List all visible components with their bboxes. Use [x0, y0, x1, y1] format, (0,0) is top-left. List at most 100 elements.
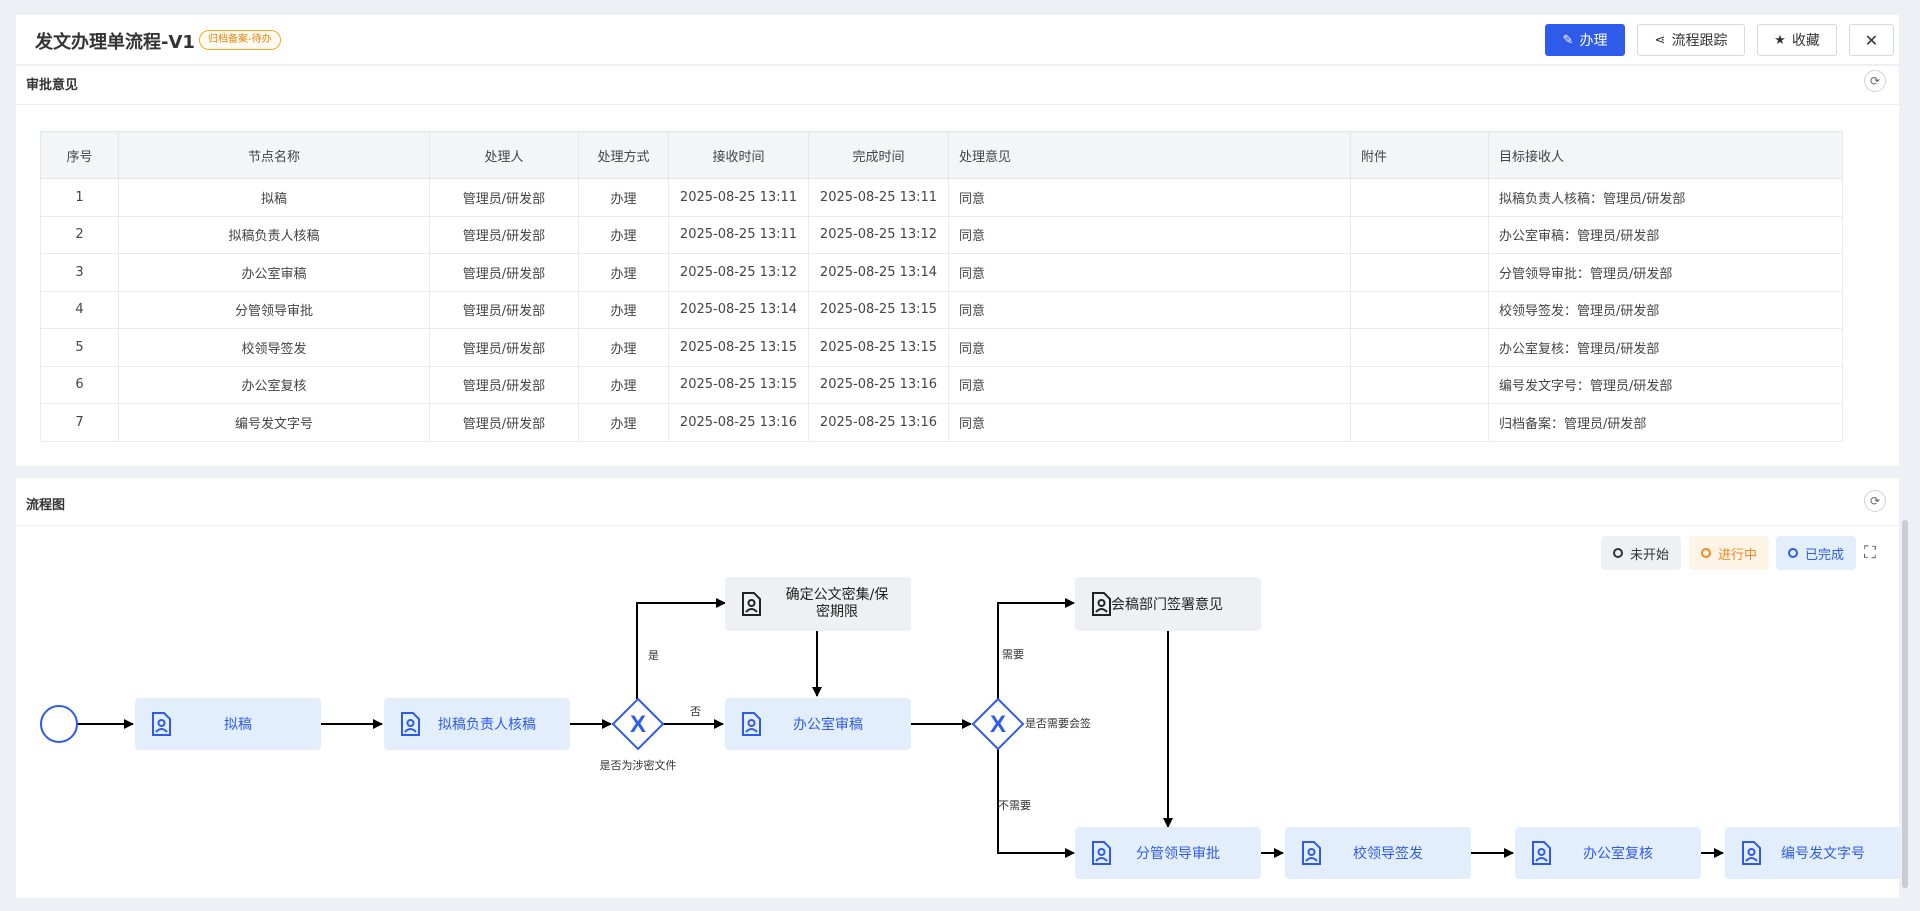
table-cell: 2025-08-25 13:16 [668, 403, 809, 442]
flow-node-countersign[interactable]: 会稿部门签署意见 [1075, 577, 1261, 631]
edge-label-yes: 是 [648, 649, 659, 662]
star-icon: ★ [1774, 32, 1786, 48]
table-cell: 7 [40, 403, 119, 442]
node-box [1725, 827, 1901, 879]
edge [636, 598, 726, 699]
close-icon: ✕ [1864, 30, 1879, 50]
table-cell: 拟稿负责人核稿：管理员/研发部 [1488, 178, 1843, 217]
table-cell [1350, 328, 1489, 367]
table-cell: 拟稿 [118, 178, 430, 217]
table-cell: 2025-08-25 13:15 [668, 365, 809, 404]
flow-node-secret[interactable]: 确定公文密集/保密期限 [725, 577, 911, 631]
refresh-icon[interactable]: ⟳ [1864, 490, 1886, 512]
flow-node-office-recheck[interactable]: 办公室复核 [1515, 827, 1701, 879]
favorite-button-label: 收藏 [1791, 33, 1820, 49]
table-cell: 办公室复核：管理员/研发部 [1488, 328, 1843, 367]
scrollbar[interactable] [1902, 520, 1908, 888]
flow-node-draft[interactable]: 拟稿 [135, 698, 321, 750]
table-cell: 管理员/研发部 [429, 215, 579, 254]
user-task-icon [1302, 841, 1321, 865]
handle-button[interactable]: ✎ 办理 [1545, 24, 1625, 56]
flow-title: 流程图 [26, 498, 66, 513]
node-label: 编号发文字号 [1781, 846, 1865, 862]
user-task-icon [742, 592, 761, 616]
legend-not-started: 未开始 [1601, 536, 1682, 570]
table-cell: 2025-08-25 13:16 [808, 365, 949, 404]
table-cell: 办理 [578, 365, 669, 404]
node-label: 办公室审稿 [793, 716, 863, 733]
table-cell [1350, 403, 1489, 442]
table-cell: 管理员/研发部 [429, 365, 579, 404]
table-cell: 编号发文字号 [118, 403, 430, 442]
table-cell: 同意 [948, 253, 1351, 292]
table-cell: 2025-08-25 13:11 [668, 178, 809, 217]
page-header: 发文办理单流程-V1 归档备案-待办 ✎ 办理 ⋖ 流程跟踪 ★ 收藏 ✕ [16, 15, 1899, 65]
col-header: 附件 [1350, 131, 1489, 179]
table-cell: 分管领导审批：管理员/研发部 [1488, 253, 1843, 292]
col-header: 接收时间 [668, 131, 809, 179]
legend-in-progress: 进行中 [1689, 536, 1770, 570]
start-event[interactable] [40, 705, 78, 743]
status-badge: 归档备案-待办 [199, 30, 281, 50]
favorite-button[interactable]: ★ 收藏 [1757, 24, 1837, 56]
flow-node-leader[interactable]: 分管领导审批 [1075, 827, 1261, 879]
gateway-diamond [611, 697, 665, 751]
handle-button-label: 办理 [1579, 33, 1608, 49]
col-header: 处理人 [429, 131, 579, 179]
refresh-icon[interactable]: ⟳ [1864, 70, 1886, 92]
legend-label: 进行中 [1718, 547, 1758, 563]
flow-node-school-leader[interactable]: 校领导签发 [1285, 827, 1471, 879]
gateway-x-icon: X [990, 711, 1006, 738]
table-cell: 2025-08-25 13:16 [808, 403, 949, 442]
flow-node-number[interactable]: 编号发文字号 [1725, 827, 1901, 879]
divider [16, 525, 1899, 526]
table-cell: 2025-08-25 13:12 [668, 253, 809, 292]
track-button[interactable]: ⋖ 流程跟踪 [1637, 24, 1745, 56]
col-header: 处理方式 [578, 131, 669, 179]
node-box [1515, 827, 1701, 879]
legend-label: 已完成 [1805, 547, 1845, 563]
close-button[interactable]: ✕ [1849, 24, 1894, 56]
approval-title: 审批意见 [26, 78, 79, 93]
table-cell: 2025-08-25 13:15 [808, 328, 949, 367]
edge-label-no-need: 不需要 [998, 799, 1031, 812]
table-cell: 4 [40, 290, 119, 329]
table-cell: 同意 [948, 403, 1351, 442]
share-icon: ⋖ [1654, 32, 1666, 48]
table-cell: 管理员/研发部 [429, 253, 579, 292]
table-cell: 2025-08-25 13:15 [668, 328, 809, 367]
gateway-label: 是否需要会签 [1025, 716, 1091, 730]
approval-table: 序号 节点名称 处理人 处理方式 接收时间 完成时间 处理意见 附件 目标接收人… [40, 131, 1843, 442]
edit-icon: ✎ [1562, 32, 1574, 48]
table-cell: 2025-08-25 13:15 [808, 290, 949, 329]
gateway-x-icon: X [630, 711, 646, 738]
table-cell: 校领导签发：管理员/研发部 [1488, 290, 1843, 329]
flow-node-review[interactable]: 拟稿负责人核稿 [384, 698, 570, 750]
table-cell: 管理员/研发部 [429, 290, 579, 329]
table-cell: 同意 [948, 365, 1351, 404]
gateway-secret[interactable]: X 是否为涉密文件 [600, 697, 677, 772]
edge-label-no: 否 [690, 705, 701, 718]
table-cell: 6 [40, 365, 119, 404]
legend-label: 未开始 [1630, 547, 1670, 563]
flow-node-office-review[interactable]: 办公室审稿 [725, 698, 911, 750]
table-cell: 管理员/研发部 [429, 403, 579, 442]
circle-icon [1788, 548, 1798, 558]
table-cell: 2025-08-25 13:11 [668, 215, 809, 254]
circle-icon [1701, 548, 1711, 558]
edge [997, 749, 1075, 858]
fullscreen-icon[interactable]: ⛶ [1864, 543, 1876, 563]
table-cell: 办理 [578, 290, 669, 329]
circle-icon [1613, 548, 1623, 558]
table-cell: 归档备案：管理员/研发部 [1488, 403, 1843, 442]
node-label: 拟稿负责人核稿 [438, 717, 536, 733]
user-task-icon [742, 712, 761, 736]
user-task-icon [401, 712, 420, 736]
col-header: 目标接收人 [1488, 131, 1843, 179]
gateway-countersign[interactable]: X 是否需要会签 [971, 697, 1091, 751]
